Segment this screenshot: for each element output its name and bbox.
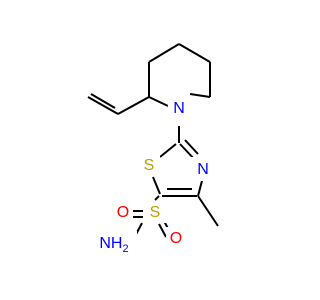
atom-label-backgrounds [93, 96, 215, 255]
bond-vinyl-double-b [90, 93, 116, 109]
bond-methyl [197, 195, 219, 227]
bond-c5-sulfonyl [154, 195, 160, 201]
bond-piperidine-c5-c4 [178, 43, 211, 63]
bond-thiazole-c5-s1 [152, 176, 161, 195]
sulfonyl-oxygen-left-label: O [117, 204, 129, 221]
sulfonyl-oxygen-right-label: O [170, 230, 182, 247]
bond-piperidine-c4-c3 [148, 43, 180, 63]
amine-subscript: 2 [122, 243, 128, 255]
amine-label: NH2 [99, 235, 128, 255]
bond-sulfonyl-o-right-a [158, 223, 167, 238]
thiazole-s-label: S [144, 157, 155, 174]
piperidine-n-label: N [173, 100, 185, 117]
thiazole-n-label: N [197, 161, 209, 178]
molecule-canvas: N N S S O O NH2 [87, 43, 219, 255]
bond-piperidine-n-c6 [189, 93, 211, 98]
sulfonyl-s-label: S [150, 204, 161, 221]
bond-piperidine-c2-n [148, 96, 169, 107]
bond-vinyl-single [117, 96, 150, 115]
bond-thiazole-s1-c2 [159, 143, 177, 158]
structure-diagram: N N S S O O NH2 [87, 43, 219, 255]
bond-vinyl-double-a [87, 96, 119, 115]
bond-thiazole-c2-n3-b [184, 139, 199, 155]
atom-labels: N N S S O O NH2 [99, 100, 208, 255]
amine-main-text: NH [99, 235, 122, 252]
